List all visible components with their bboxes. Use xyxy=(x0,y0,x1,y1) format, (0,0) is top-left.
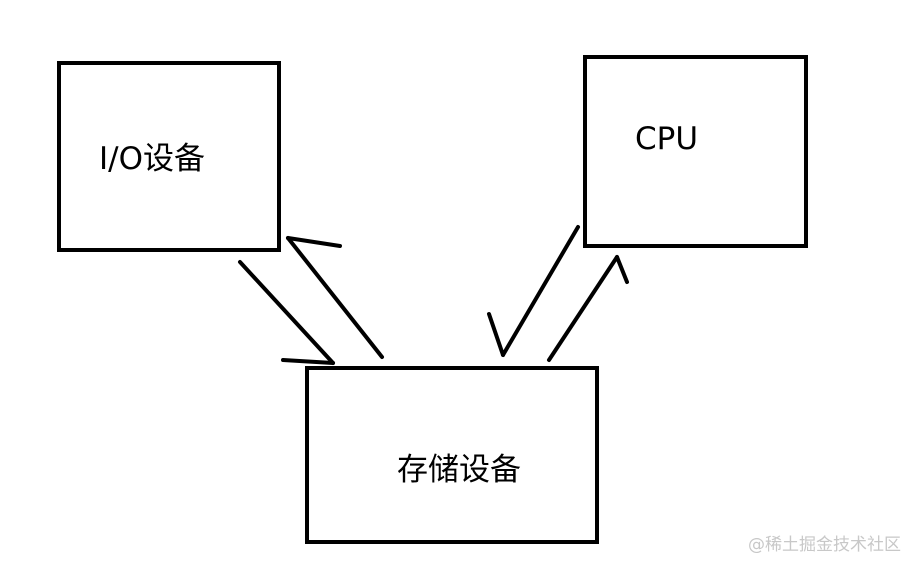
io-device-label: I/O设备 xyxy=(99,141,205,177)
arrow-storage-to-io xyxy=(286,236,384,359)
io-device-box: I/O设备 xyxy=(57,61,281,252)
cpu-label: CPU xyxy=(635,121,699,157)
cpu-box: CPU xyxy=(583,55,808,248)
arrow-storage-to-cpu xyxy=(547,255,629,362)
storage-device-box: 存储设备 xyxy=(305,366,599,544)
arrow-cpu-to-storage xyxy=(487,225,580,357)
arrow-io-to-storage xyxy=(238,260,335,365)
watermark-text: @稀土掘金技术社区 xyxy=(748,535,901,555)
storage-device-label: 存储设备 xyxy=(397,452,521,488)
